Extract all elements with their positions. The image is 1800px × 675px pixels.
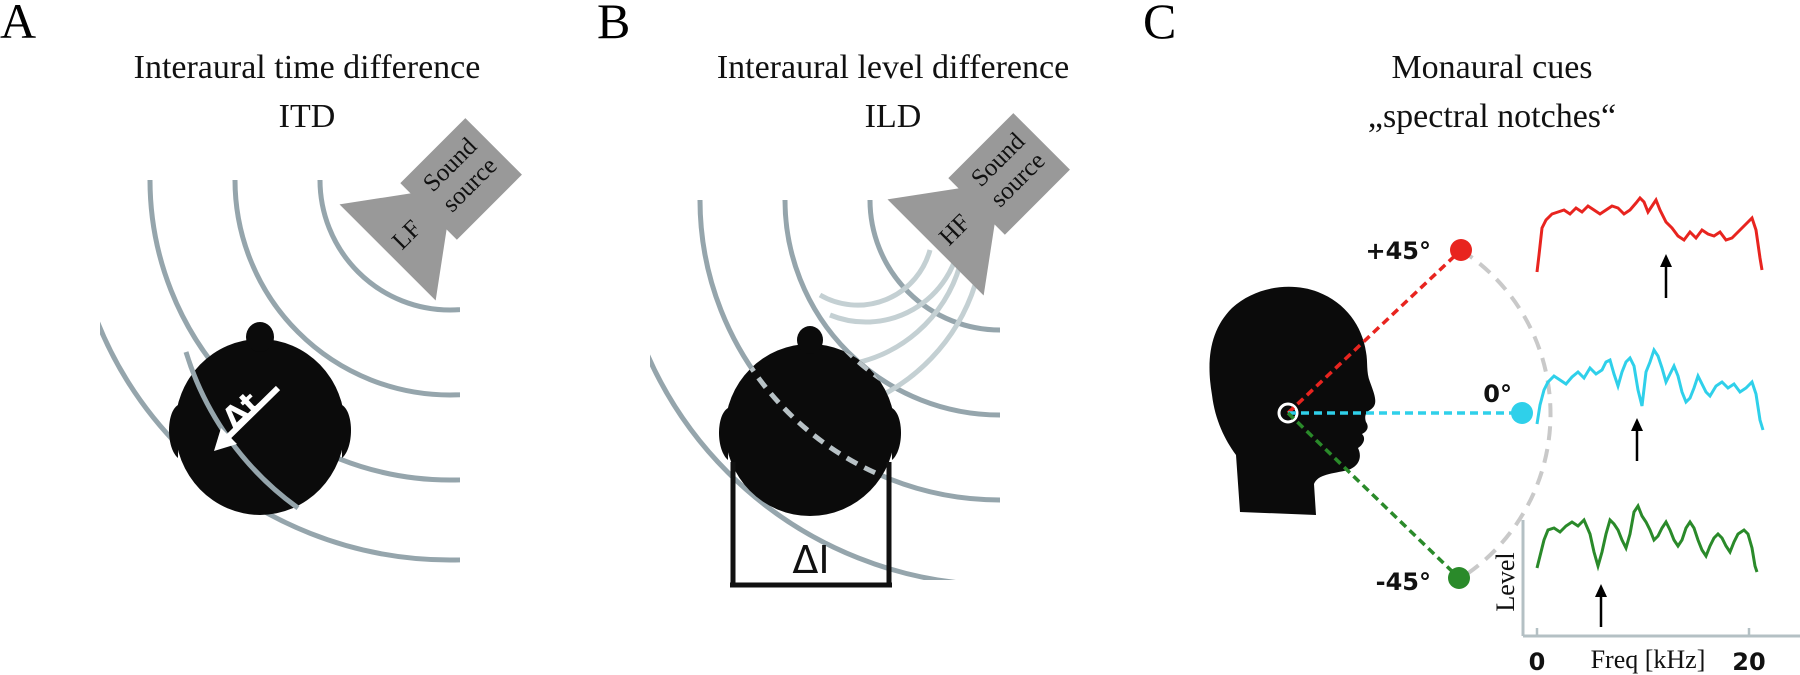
right-ear (892, 408, 901, 460)
sound-waves-a (100, 180, 460, 563)
panel-letter-a: A (0, 0, 36, 49)
direction-line-minus45 (1286, 411, 1461, 580)
source-arc (1459, 248, 1553, 580)
panel-a-title: Interaural time difference (134, 49, 481, 86)
angle-label-0: 0° (1483, 380, 1512, 408)
wavefront (317, 180, 460, 313)
nose-bump (246, 322, 274, 352)
x-tick-label-min: 0 (1529, 648, 1546, 675)
direction-line-plus45 (1286, 248, 1463, 415)
panel-a-subtitle: ITD (279, 98, 336, 135)
notch-arrow-plus45 (1660, 254, 1672, 298)
source-dot-0 (1511, 402, 1533, 424)
panel-letter-c: C (1143, 0, 1176, 49)
head-top-view-b (719, 326, 901, 516)
wavefront (232, 180, 460, 398)
panel-b-title: Interaural level difference (717, 49, 1069, 86)
y-axis-label: Level (1491, 552, 1520, 611)
spectrum-0 (1535, 346, 1765, 431)
panel-c-subtitle: „spectral notches“ (1368, 98, 1616, 135)
delta-i-label: ΔI (792, 538, 829, 582)
wavefront (147, 180, 460, 483)
sound-source-speaker-b: Sound source HF (887, 113, 1070, 296)
spectrum-plus45 (1535, 195, 1764, 273)
panel-c: C Monaural cues „spectral notches“ +45° … (1143, 0, 1800, 675)
head (725, 344, 895, 516)
spectrum-axes (1521, 520, 1800, 638)
panel-c-title: Monaural cues (1391, 49, 1592, 86)
angle-label-minus45: -45° (1376, 568, 1431, 596)
panel-b: B Interaural level difference ILD (597, 0, 1070, 588)
right-ear (342, 405, 351, 458)
source-dot-minus45 (1448, 567, 1470, 589)
delta-i-bracket (730, 462, 892, 588)
source-dot-plus45 (1450, 239, 1472, 261)
delta-t-arrow (214, 385, 281, 451)
nose-bump (797, 326, 823, 354)
left-ear (169, 405, 178, 458)
panel-b-subtitle: ILD (865, 98, 922, 135)
x-axis-ticks (1535, 628, 1751, 636)
sound-source-speaker-a: Sound source LF (339, 118, 522, 301)
panel-a: A Interaural time difference ITD Δt (0, 0, 522, 563)
x-axis-label: Freq [kHz] (1591, 645, 1706, 674)
head (175, 339, 345, 515)
wavefront (100, 321, 460, 563)
x-tick-label-max: 20 (1732, 648, 1765, 675)
head-top-view-a (169, 322, 351, 515)
head-profile-silhouette (1209, 286, 1376, 515)
angle-label-plus45: +45° (1365, 237, 1431, 265)
ear-canal-marker (1277, 402, 1299, 424)
notch-arrow-minus45 (1595, 584, 1607, 627)
panel-letter-b: B (597, 0, 630, 49)
left-ear (719, 408, 728, 460)
notch-arrow-0 (1631, 418, 1643, 461)
spectrum-minus45 (1535, 502, 1759, 573)
